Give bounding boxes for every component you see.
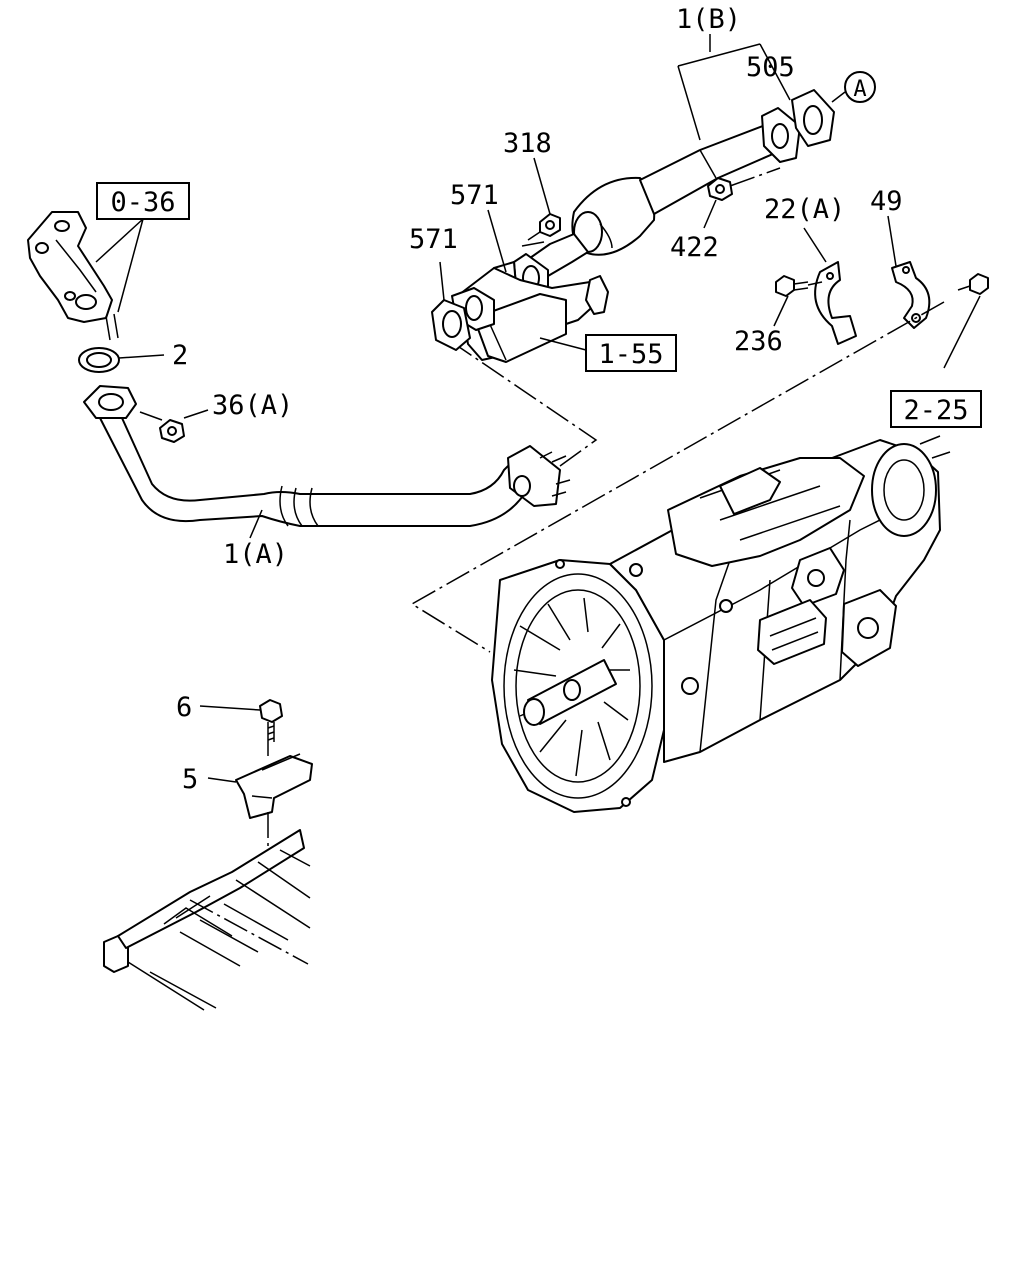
- ref-box-2-25: [890, 390, 982, 428]
- bolt-6: [259, 699, 283, 742]
- circle-ref-a-label: A: [853, 77, 866, 102]
- catalytic-converter-pipe: [529, 107, 801, 277]
- bracket-49: [891, 261, 931, 329]
- frame-rail: [103, 829, 311, 1011]
- gasket-ring: [78, 347, 120, 373]
- ref-label-2-25: 2-25: [903, 395, 968, 426]
- front-exhaust-pipe: [83, 385, 571, 527]
- ref-box-1-55: [585, 334, 677, 372]
- callout-1b: 1(B): [676, 4, 741, 35]
- muffler-assembly: [431, 253, 609, 363]
- ref-label-1-55: 1-55: [598, 339, 663, 370]
- callout-2: 2: [172, 340, 188, 371]
- ref-label-0-36: 0-36: [110, 187, 175, 218]
- circle-ref-a: [844, 71, 876, 103]
- nut-422: [707, 177, 733, 201]
- callout-36a: 36(A): [212, 390, 293, 421]
- callout-5: 5: [182, 764, 198, 795]
- clamp-22a: [814, 261, 857, 345]
- bracket-5: [235, 753, 313, 819]
- callout-6: 6: [176, 692, 192, 723]
- callout-505: 505: [746, 52, 795, 83]
- nut-36a: [159, 419, 185, 443]
- callout-49: 49: [870, 186, 903, 217]
- callout-22a: 22(A): [764, 194, 845, 225]
- callout-1a: 1(A): [223, 539, 288, 570]
- callout-571-upper: 571: [450, 180, 499, 211]
- gasket-505: [791, 89, 835, 147]
- transmission: [491, 435, 951, 813]
- callout-318: 318: [503, 128, 552, 159]
- exhaust-manifold: [27, 211, 119, 341]
- callout-422: 422: [670, 232, 719, 263]
- bolt-2-25: [957, 273, 989, 295]
- bolt-318: [521, 213, 561, 247]
- bolt-236: [775, 275, 823, 297]
- callout-236: 236: [734, 326, 783, 357]
- callout-571-lower: 571: [409, 224, 458, 255]
